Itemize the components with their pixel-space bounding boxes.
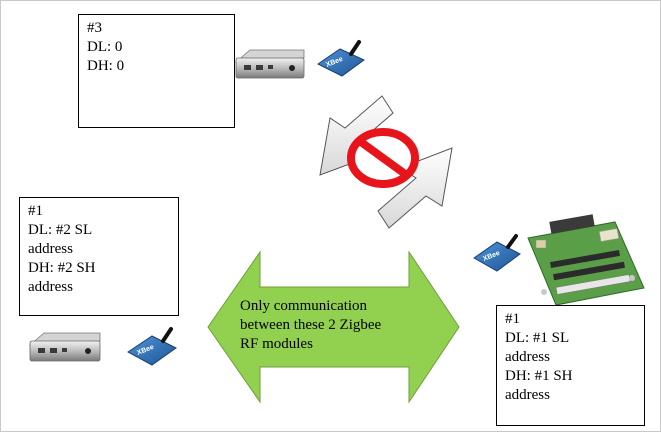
gateway-device-top (234, 49, 305, 79)
arrow-label-line1: Only communication (240, 298, 368, 314)
node1-dl: DL: #2 SL (28, 222, 93, 238)
xbee-module-left: XBee (127, 327, 177, 366)
gateway-device-left (28, 332, 101, 362)
node1-dh: DH: #2 SH (28, 260, 96, 276)
arrow-label-line2: between these 2 Zigbee (240, 317, 382, 333)
arrow-label-line3: RF modules (240, 336, 313, 352)
node3-address-box: #3 DL: 0 DH: 0 (78, 14, 235, 128)
node2-title: #1 (505, 311, 520, 327)
node3-title: #3 (87, 20, 102, 36)
node2-dl-cont: address (505, 349, 550, 365)
node2-address-box: #1 DL: #1 SL address DH: #1 SH address (496, 305, 645, 426)
node2-dh-cont: address (505, 387, 550, 403)
node2-dl: DL: #1 SL (505, 330, 570, 346)
xbee-module-right: XBee (473, 234, 521, 272)
xbee-module-top: XBee (317, 40, 365, 77)
node3-dl: DL: 0 (87, 39, 123, 55)
arrow-label: Only communication between these 2 Zigbe… (240, 297, 420, 354)
node1-title: #1 (28, 203, 43, 219)
node1-dh-cont: address (28, 279, 73, 295)
prohibited-icon (347, 128, 419, 188)
node3-dh: DH: 0 (87, 58, 125, 74)
green-double-arrow (207, 250, 460, 404)
relay-board (527, 214, 645, 306)
node1-address-box: #1 DL: #2 SL address DH: #2 SH address (19, 197, 179, 316)
node2-dh: DH: #1 SH (505, 368, 573, 384)
node1-dl-cont: address (28, 241, 73, 257)
